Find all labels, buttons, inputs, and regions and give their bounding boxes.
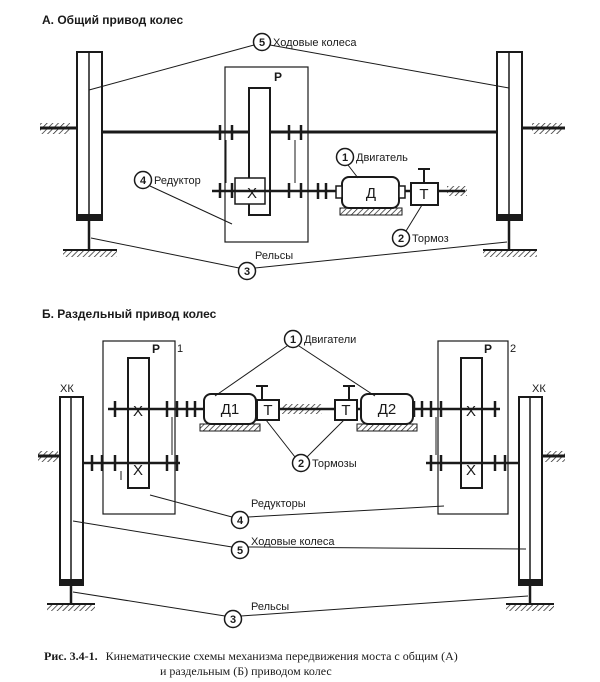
- brake-a-mark: Т: [419, 186, 428, 203]
- reducer-a-gear-mark: Х: [247, 185, 257, 202]
- reducer-b-right-gear-1: Х: [466, 403, 476, 420]
- section-a-title: А. Общий привод колес: [42, 13, 183, 27]
- section-b-title: Б. Раздельный привод колес: [42, 307, 217, 321]
- figure-caption: Рис. 3.4-1. Кинематические схемы механиз…: [44, 647, 458, 678]
- callout-b-4: 4: [237, 515, 244, 527]
- caption-prefix: Рис. 3.4-1.: [44, 649, 98, 663]
- motor-b-left: Д1: [199, 393, 261, 432]
- right-wheel-b: ХК: [506, 383, 554, 611]
- right-wheel-a: [483, 51, 537, 257]
- motor-b-left-mark: Д1: [221, 401, 240, 418]
- brake-b-right-mark: Т: [341, 402, 350, 419]
- caption-text-1: Кинематические схемы механизма передвиже…: [106, 649, 458, 663]
- label-b-brakes: Тормозы: [312, 458, 357, 470]
- label-b-motors: Двигатели: [304, 334, 356, 346]
- callout-b-2: 2: [298, 458, 304, 470]
- reducer-b-right-letter: Р: [484, 342, 492, 356]
- label-a-wheels: Ходовые колеса: [273, 37, 357, 49]
- motor-a-mark: Д: [366, 185, 376, 202]
- label-a-brake: Тормоз: [412, 233, 449, 245]
- callout-a-5: 5: [259, 37, 265, 49]
- reducer-b-left-index: 1: [177, 343, 183, 355]
- callout-a-4: 4: [140, 175, 147, 187]
- reducer-b-left-gear-2: Х: [133, 462, 143, 479]
- callout-b-5: 5: [237, 545, 243, 557]
- reducer-b-right-gear-2: Х: [466, 462, 476, 479]
- motor-b-right-mark: Д2: [378, 401, 397, 418]
- callout-a-3: 3: [244, 266, 250, 278]
- callout-b-1: 1: [290, 334, 296, 346]
- caption-line-1: Рис. 3.4-1. Кинематические схемы механиз…: [44, 647, 458, 664]
- brake-b-left-mark: Т: [263, 402, 272, 419]
- label-a-motor: Двигатель: [356, 152, 408, 164]
- callout-a-1: 1: [342, 152, 348, 164]
- right-wheel-b-mark: ХК: [532, 383, 546, 395]
- reducer-b-left-letter: Р: [152, 342, 160, 356]
- motor-b-right: Д2: [356, 393, 418, 432]
- label-b-reducers: Редукторы: [251, 498, 306, 510]
- reducer-b-right: Р 2 Х Х: [426, 340, 519, 515]
- callout-a-2: 2: [398, 233, 404, 245]
- label-b-rails: Рельсы: [251, 601, 289, 613]
- caption-line-2: и раздельным (Б) приводом колес: [160, 664, 332, 678]
- label-a-reducer: Редуктор: [154, 175, 201, 187]
- label-b-wheels: Ходовые колеса: [251, 536, 335, 548]
- callout-b-3: 3: [230, 614, 236, 626]
- reducer-a: Р Х: [218, 66, 309, 243]
- reducer-b-left: Р 1 Х Х: [83, 340, 183, 515]
- section-a: А. Общий привод колес Р: [40, 13, 565, 281]
- motor-a: Д: [335, 176, 406, 216]
- brake-a: Т: [410, 168, 439, 206]
- brake-b-right: Т: [334, 385, 358, 421]
- left-wheel-a: [63, 51, 117, 257]
- left-wheel-b-mark: ХК: [60, 383, 74, 395]
- section-b: Б. Раздельный привод колес ХК ХК: [38, 307, 565, 629]
- reducer-a-letter: Р: [274, 70, 282, 84]
- brake-b-left: Т: [256, 385, 280, 421]
- reducer-b-left-gear-1: Х: [133, 403, 143, 420]
- left-wheel-b: ХК: [47, 383, 95, 611]
- label-a-rails: Рельсы: [255, 250, 293, 262]
- reducer-b-right-index: 2: [510, 343, 516, 355]
